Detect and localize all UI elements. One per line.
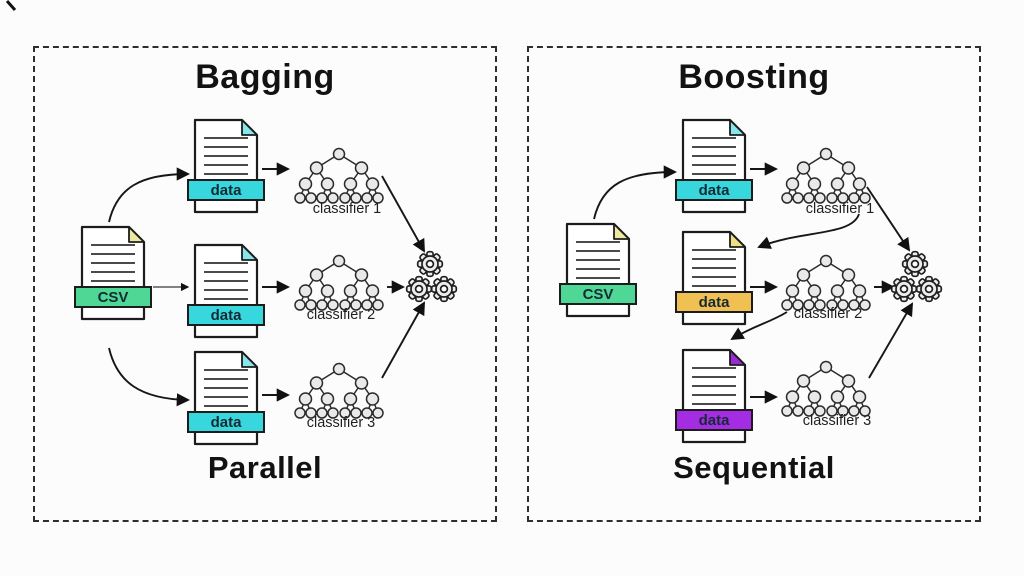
data-file-label: data	[211, 414, 243, 431]
classifier-2-label: classifier 2	[307, 307, 376, 323]
data-file-label: data	[699, 294, 731, 311]
classifier-tree-icon-3	[781, 360, 871, 417]
data-file-icon-2: data	[675, 230, 753, 326]
classifier-tree-icon-3	[294, 362, 384, 419]
arrow-tree1-to-gears	[381, 175, 425, 253]
classifier-2-label: classifier 2	[794, 306, 863, 322]
classifier-tree-icon-1	[781, 147, 871, 204]
boosting-arrows	[593, 162, 914, 404]
arrow-classifier1-to-data2	[757, 213, 860, 249]
boosting-title: Boosting	[678, 58, 830, 96]
data-file-label: data	[211, 307, 243, 324]
arrow-tree1-to-gears	[866, 186, 911, 252]
gears-icon	[890, 250, 943, 303]
csv-file-label: CSV	[98, 289, 129, 306]
boosting-diagram: CSV data data data	[559, 118, 943, 444]
data-file-label: data	[211, 182, 243, 199]
data-file-label: data	[699, 182, 731, 199]
csv-file-icon: CSV	[74, 225, 152, 321]
classifier-1-label: classifier 1	[806, 201, 875, 217]
arrow-csv-to-data1	[593, 165, 677, 220]
classifier-3-label: classifier 3	[803, 413, 872, 429]
arrow-tree3-to-gears	[381, 301, 425, 379]
bagging-panel: Bagging	[33, 46, 497, 522]
data-file-label: data	[699, 412, 731, 429]
parallel-label: Parallel	[207, 450, 323, 485]
arrow-csv-to-data3	[108, 347, 190, 407]
classifier-tree-icon-1	[294, 147, 384, 204]
bagging-diagram: CSV data data data	[74, 118, 458, 446]
arrow-tree3-to-gears	[868, 302, 914, 379]
corner-mark	[5, 0, 17, 11]
classifier-3-label: classifier 3	[307, 415, 376, 431]
data-file-icon-3: data	[187, 350, 265, 446]
arrow-csv-to-data1	[108, 167, 190, 223]
data-file-icon-1: data	[675, 118, 753, 214]
data-file-icon-3: data	[675, 348, 753, 444]
classifier-tree-icon-2	[294, 254, 384, 311]
arrow-classifier2-to-data3	[730, 311, 788, 341]
bagging-title: Bagging	[195, 58, 335, 96]
boosting-panel: Boosting CSV	[527, 46, 981, 522]
classifier-tree-icon-2	[781, 254, 871, 311]
bagging-arrows	[108, 162, 425, 407]
gears-icon	[405, 250, 458, 303]
data-file-icon-1: data	[187, 118, 265, 214]
data-file-icon-2: data	[187, 243, 265, 339]
sequential-label: Sequential	[673, 450, 835, 485]
csv-file-icon: CSV	[559, 222, 637, 318]
csv-file-label: CSV	[583, 286, 614, 303]
classifier-1-label: classifier 1	[313, 201, 382, 217]
